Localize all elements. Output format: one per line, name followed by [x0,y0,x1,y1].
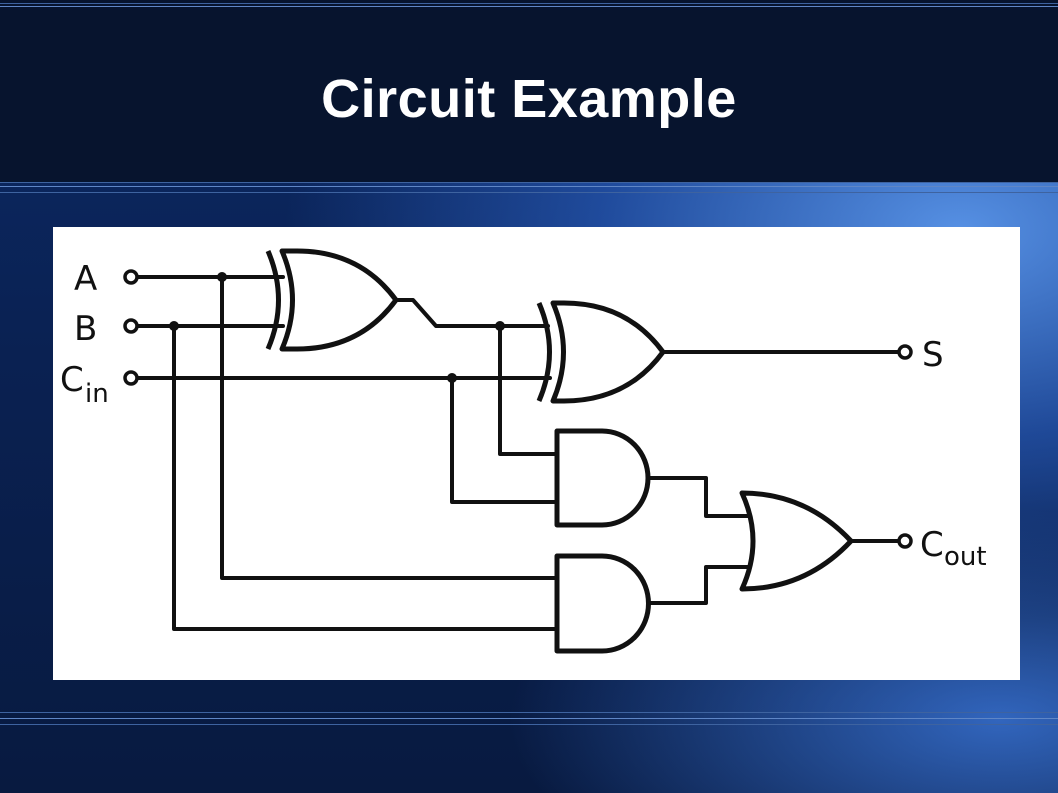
terminal-b [123,318,139,334]
junction-cin [447,373,457,383]
terminals [123,269,913,549]
xor1-input-arc [265,250,281,350]
wire-xor1-to-and1 [498,324,559,456]
circuit-diagram: A B C in S C out [60,248,987,654]
title-band [0,0,1058,182]
xor2-gate [550,300,666,404]
label-cin-sub: in [85,379,109,409]
title-rule [0,182,1058,183]
title-rule-3 [0,192,1058,193]
terminal-sum [897,344,913,360]
title-rule-2 [0,186,1058,187]
bottom-rule-3 [0,724,1058,725]
top-rule [0,3,1058,4]
labels: A B C in S C out [60,259,987,572]
circuit-diagram-panel: A B C in S C out [53,227,1020,680]
label-sum: S [922,335,944,375]
label-a: A [74,259,97,299]
top-rule-2 [0,6,1058,7]
label-cout-sub: out [944,542,987,572]
bottom-rule-2 [0,718,1058,719]
junction-xor1 [495,321,505,331]
xor1-gate [279,248,399,352]
and1-gate [554,428,651,528]
wire-a-to-and2 [220,275,559,580]
wire-cin-to-and1 [450,376,559,504]
wire-xor1-out [394,298,550,328]
and2-gate [554,553,651,654]
terminal-cin [123,370,139,386]
xor2-input-arc [536,302,552,402]
terminal-a [123,269,139,285]
wire-b-to-and2 [172,324,559,631]
terminal-carry [897,533,913,549]
label-cin-main: C [60,360,84,400]
wire-and1-out [646,476,752,518]
gates [265,248,854,654]
wires [135,275,901,631]
page-title: Circuit Example [321,69,737,129]
or-gate [739,490,854,592]
junction-a [217,272,227,282]
junctions [169,272,505,383]
bottom-rule [0,712,1058,713]
label-cout-main: C [920,525,944,565]
label-b: B [74,309,97,349]
wire-and2-out [646,565,752,605]
junction-b [169,321,179,331]
